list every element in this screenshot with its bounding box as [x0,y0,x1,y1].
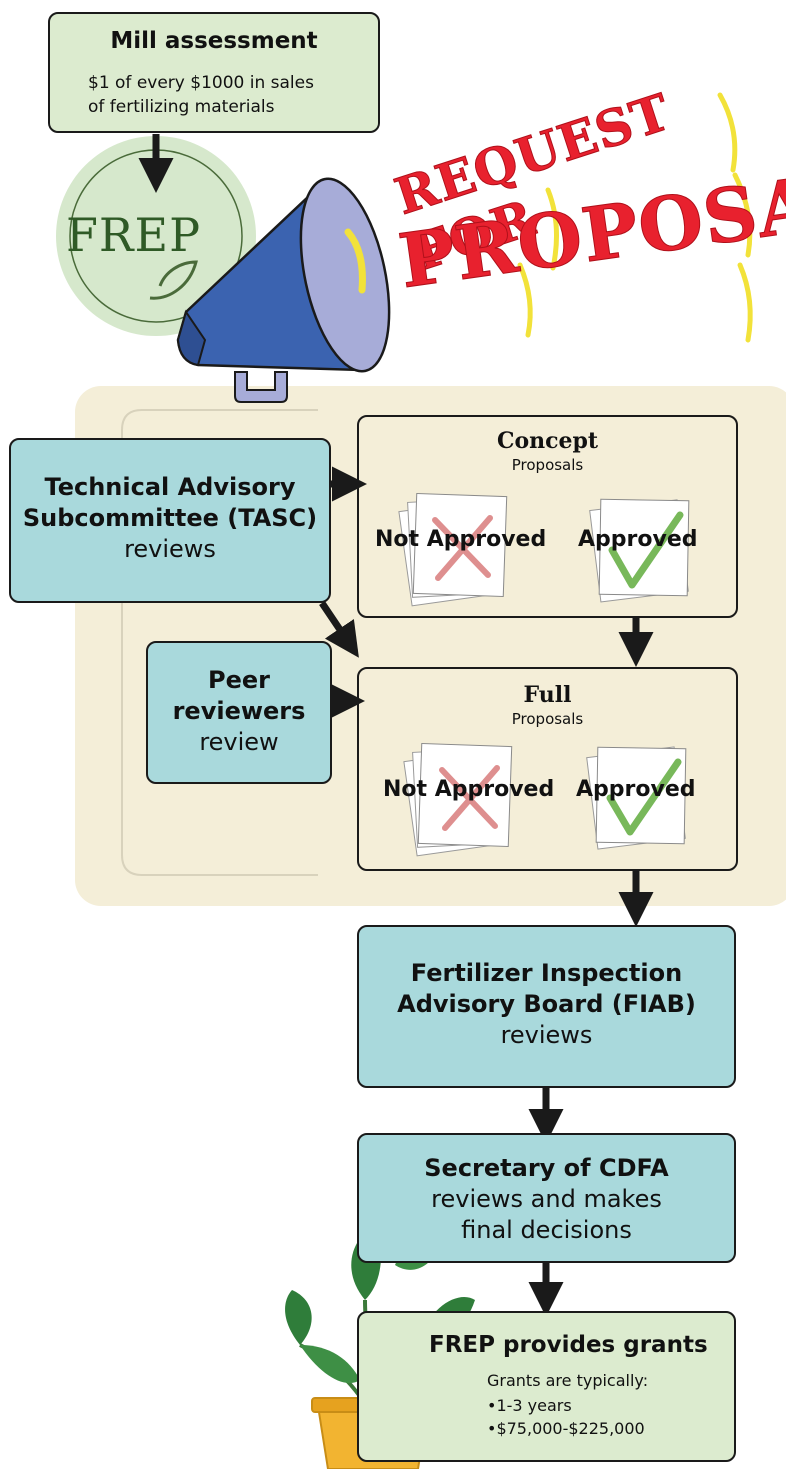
full-approved-label: Approved [576,777,696,802]
full-title: Full [523,682,572,708]
frep-logo-circle [56,136,256,336]
tasc-box: Technical Advisory Subcommittee (TASC) r… [9,438,331,603]
megaphone-icon [176,177,391,403]
concept-subtitle: Proposals [511,456,584,474]
peer-reviewers-box: Peer reviewers review [146,641,332,784]
grants-intro: Grants are typically: [487,1371,649,1390]
grants-title: FREP provides grants [429,1332,708,1358]
fiab-box: Fertilizer Inspection Advisory Board (FI… [357,925,736,1088]
full-subtitle: Proposals [511,710,584,728]
concept-proposals-box [357,415,738,618]
grants-list-item: •$75,000-$225,000 [487,1419,645,1438]
arrow-tasc-to-full [319,601,359,658]
grants-box [357,1311,736,1462]
review-area-bracket [121,409,318,876]
mill-assessment-box: Mill assessment $1 of every $1000 in sal… [48,12,380,133]
full-not-approved-label: Not Approved [383,777,555,802]
mill-assessment-desc: $1 of every $1000 in sales of fertilizin… [88,73,314,117]
mill-assessment-title: Mill assessment [110,28,318,54]
grants-list: •1-3 years •$75,000-$225,000 [487,1394,645,1440]
concept-check-icon [608,511,684,589]
concept-not-approved-label: Not Approved [375,527,547,552]
full-check-icon [606,758,682,836]
concept-cross-icon [432,515,493,581]
concept-approved-label: Approved [578,527,698,552]
full-approved-papers [586,746,687,850]
full-proposals-box [357,667,738,871]
rfp-swooshes [517,92,753,343]
grants-list-item: •1-3 years [487,1396,572,1415]
frep-logo: FREP [66,208,202,262]
full-cross-icon [439,765,500,831]
leaf-icon [149,260,198,300]
concept-title: Concept [496,428,599,454]
cdfa-box: Secretary of CDFA reviews and makes fina… [357,1133,736,1263]
